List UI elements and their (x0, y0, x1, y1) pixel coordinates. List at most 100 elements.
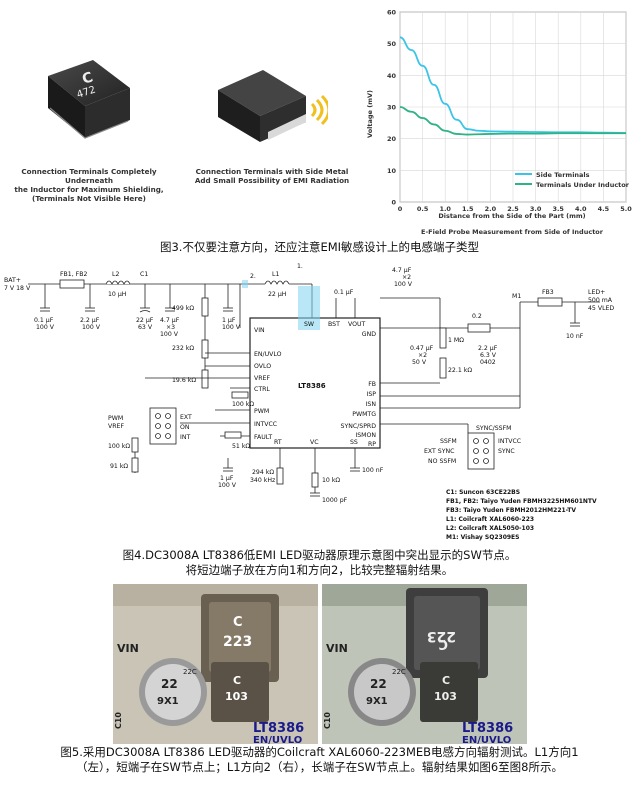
chart-x-tick-label: 5.0 (620, 205, 632, 213)
label-c-ss: 100 nF (362, 467, 384, 474)
pin-sync-sprd: SYNC/SPRD (341, 423, 377, 430)
chart-legend: Side Terminals Terminals Under Inductor (515, 171, 630, 189)
chart-x-tick-label: 0.5 (417, 205, 429, 213)
label-fb3: FB3 (542, 289, 554, 296)
board-vin: VIN (117, 642, 139, 655)
label-vref: VREF (108, 423, 124, 430)
chart-ylabel: Voltage (mV) (366, 90, 374, 138)
chart-title: E-Field Probe Measurement from Side of I… (421, 228, 604, 236)
label-m1: M1 (512, 293, 521, 300)
label-c-out1r: 100 V (394, 281, 413, 288)
pin-vin: VIN (254, 327, 265, 334)
label-c-in1r: 100 V (36, 324, 55, 331)
bom-line: FB3: Taiyo Yuden FBMH2012HM221-TV (446, 507, 576, 514)
chart-x-tick-label: 4.0 (575, 205, 587, 213)
ic-pin-labels: LT8386 VIN EN/UVLO OVLO VREF CTRL PWM IN… (254, 321, 376, 448)
schematic-labels: BAT+ 7 V 18 V FB1, FB2 L2 10 µH C1 22 µF… (4, 263, 614, 504)
pin-ismon: ISMON (355, 432, 376, 439)
chart-x-tick-label: 3.5 (552, 205, 564, 213)
bom-list: C1: Suncon 63CE22BS FB1, FB2: Taiyo Yude… (446, 489, 597, 541)
schematic-svg: BAT+ 7 V 18 V FB1, FB2 L2 10 µH C1 22 µF… (4, 263, 614, 541)
board-photo-orientation-2: 223 C C 103 22 9X1 22C VIN LT8386 EN/UVL… (322, 584, 527, 744)
pin-ctrl: CTRL (254, 386, 270, 393)
chart-x-tick-label: 1.0 (439, 205, 451, 213)
label-c1v: 22 µF (136, 317, 154, 324)
label-c-in2: 2.2 µF (80, 317, 100, 324)
label-led: LED+ (588, 289, 605, 296)
label-c-out2: 0.47 µF (410, 345, 434, 352)
pin-isn: ISN (366, 401, 377, 408)
figure-4-caption: 图4.DC3008A LT8386低EMI LED驱动器原理示意图中突出显示的S… (122, 548, 517, 577)
label-c-sense-r: 6.3 V (480, 352, 497, 359)
legend-label-side: Side Terminals (536, 171, 590, 179)
label-r196: 19.6 kΩ (172, 377, 196, 384)
label-pwm: PWM (108, 415, 123, 422)
label-c-intvcc: 1 µF (220, 475, 234, 482)
inductor-big-letter: C (233, 615, 243, 630)
sw-node-highlight (298, 286, 320, 330)
label-n1: 1. (297, 263, 303, 270)
label-r499: 499 kΩ (172, 305, 194, 312)
ic-name: LT8386 (298, 382, 326, 390)
pin-pwm: PWM (254, 408, 269, 415)
chart-x-tick-label: 1.5 (462, 205, 474, 213)
label-ssfm: SSFM (440, 438, 457, 445)
chart-x-tick-label: 2.0 (485, 205, 497, 213)
label-r51: 51 kΩ (232, 443, 250, 450)
inductor-photo-bottom-terminals: C 472 (48, 60, 130, 139)
label-r232: 232 kΩ (172, 345, 194, 352)
pin-sw: SW (304, 321, 314, 328)
label-r221: 22.1 kΩ (448, 367, 472, 374)
pin-gnd: GND (362, 331, 376, 338)
inductor-big-value: 223 (223, 634, 252, 650)
chart-series (399, 36, 627, 136)
board-c10: C10 (323, 712, 332, 729)
label-led-i: 500 mA (588, 297, 613, 304)
label-r1m: 1 MΩ (448, 337, 464, 344)
inductor-small-letter: C (233, 674, 241, 687)
label-c-in1: 0.1 µF (34, 317, 54, 324)
board-photo-orientation-1: C 223 C 103 22 9X1 22C VIN LT8386 EN/UVL… (113, 584, 318, 744)
label-sync-j: SYNC (498, 448, 515, 455)
label-r02: 0.2 (472, 313, 482, 320)
label-on: ON (180, 424, 190, 431)
label-c-in2r: 100 V (82, 324, 101, 331)
pin-vc: VC (310, 439, 319, 446)
pin-ss: SS (350, 439, 358, 446)
label-r100c: 100 kΩ (232, 401, 254, 408)
cap-value: 22 (161, 677, 178, 691)
label-intvcc-j: INTVCC (498, 438, 521, 445)
pin-fb: FB (368, 381, 376, 388)
pin-rp: RP (368, 441, 376, 448)
inductor-small-value: 103 (225, 690, 248, 703)
label-fsw: 340 kHz (250, 477, 275, 484)
label-c-sense: 2.2 µF (478, 345, 498, 352)
inductor-small-value: 103 (434, 690, 457, 703)
label-bat-v: 7 V 18 V (4, 285, 31, 292)
label-rt: 294 kΩ (252, 469, 274, 476)
label-l2v: 10 µH (108, 291, 127, 298)
label-c-out1: 4.7 µF (392, 267, 412, 274)
figure-4-schematic: BAT+ 7 V 18 V FB1, FB2 L2 10 µH C1 22 µF… (0, 258, 639, 548)
chart-grid (399, 11, 627, 203)
label-c-out2r: 50 V (412, 359, 427, 366)
inductor-marking-letter: C (80, 69, 95, 87)
chart-x-tick-label: 0 (398, 205, 403, 213)
chart-x-tick-label: 3.0 (530, 205, 542, 213)
figure-5-photos: C 223 C 103 22 9X1 22C VIN LT8386 EN/UVL… (113, 584, 527, 744)
label-n2: 2. (250, 273, 256, 280)
cap-c-label: 22C (392, 668, 406, 676)
emi-radiation-icon (310, 102, 317, 118)
pin-ovlo: OVLO (254, 363, 271, 370)
right-photo-caption: Connection Terminals with Side Metal Add… (194, 167, 350, 185)
board-ic: LT8386 (462, 721, 513, 736)
board-c10: C10 (114, 712, 123, 729)
inductor-big-letter: C (438, 636, 448, 651)
chart-y-tick-label: 60 (387, 9, 397, 17)
bom-line: C1: Suncon 63CE22BS (446, 489, 520, 496)
label-ext: EXT (180, 414, 192, 421)
chart-y-tick-label: 50 (387, 40, 397, 48)
chart-y-tick-label: 30 (387, 104, 397, 112)
